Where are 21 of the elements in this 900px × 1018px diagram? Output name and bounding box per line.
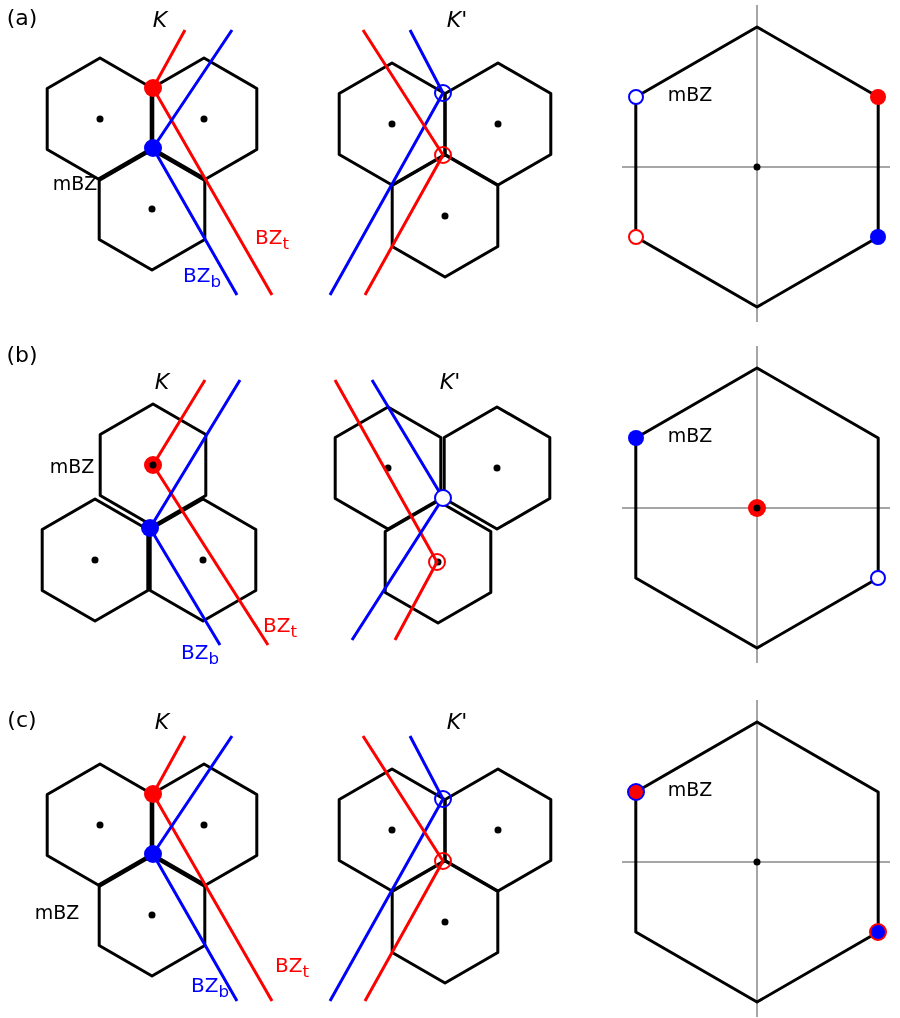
zone-label: BZ$_{t}$ — [263, 615, 297, 641]
zone-label: mBZ — [667, 84, 713, 104]
zone-label: mBZ — [52, 173, 98, 193]
valley-label: K' — [446, 711, 468, 733]
zone-label: BZ$_{t}$ — [275, 955, 309, 981]
valley-label: K' — [439, 371, 461, 393]
valley-label: K — [152, 9, 168, 31]
valley-label: K — [154, 711, 170, 733]
valley-label: K — [154, 371, 170, 393]
zone-label: mBZ — [667, 425, 713, 445]
panel-label: (c) — [7, 709, 37, 731]
zone-label: BZ$_{b}$ — [191, 975, 229, 1001]
zone-label: mBZ — [49, 456, 95, 476]
zone-label: BZ$_{t}$ — [255, 227, 289, 253]
zone-label: BZ$_{b}$ — [181, 642, 219, 668]
zone-label: mBZ — [34, 902, 80, 922]
panel-label: (a) — [6, 7, 38, 29]
zone-label: mBZ — [667, 779, 713, 799]
valley-label: K' — [446, 9, 468, 31]
panel-label: (b) — [6, 344, 38, 366]
zone-label: BZ$_{b}$ — [183, 265, 221, 291]
